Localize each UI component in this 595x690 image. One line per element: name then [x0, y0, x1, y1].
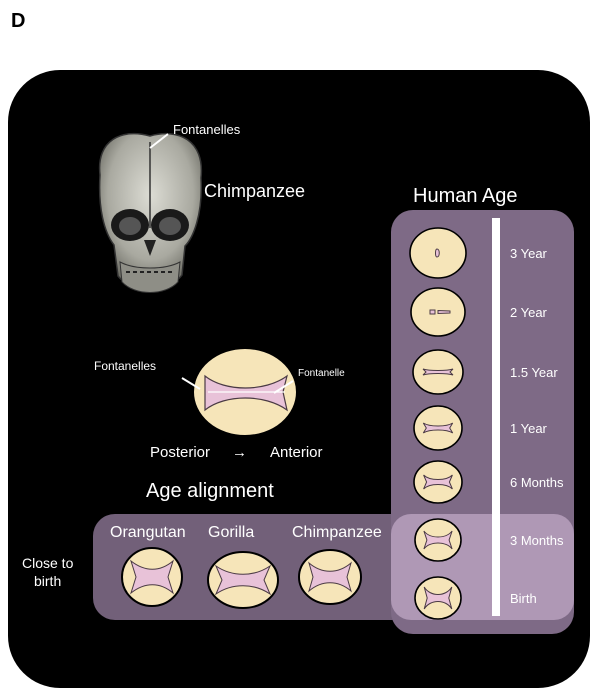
direction-arrow: → — [232, 444, 247, 461]
anterior-label: Anterior — [270, 444, 323, 461]
human-age-label-4: 6 Months — [510, 475, 564, 490]
chimp-fontanelles-label: Fontanelles — [173, 122, 241, 137]
close-to-birth-line1: Close to — [22, 555, 74, 571]
human-skull-stage-3 — [414, 406, 462, 450]
diagram-fontanelles-label: Fontanelles — [94, 359, 156, 373]
age-timeline-bar-overlap — [492, 514, 500, 616]
human-age-label-3: 1 Year — [510, 421, 548, 436]
species-label-orangutan: Orangutan — [110, 524, 186, 541]
diagram-skull — [193, 348, 297, 436]
orangutan-skull — [122, 548, 182, 606]
human-age-label-6: Birth — [510, 591, 537, 606]
human-skull-stage-1 — [411, 288, 465, 336]
human-age-label-5: 3 Months — [510, 533, 564, 548]
gorilla-skull — [208, 552, 278, 608]
human-skull-stage-5 — [415, 519, 461, 561]
human-skull-stage-2 — [413, 350, 463, 394]
chimpanzee-skull-small — [299, 550, 361, 604]
human-skull-stage-0 — [410, 228, 466, 278]
human-age-label-0: 3 Year — [510, 246, 548, 261]
human-skull-stage-4 — [414, 461, 462, 503]
close-to-birth-line2: birth — [34, 573, 61, 589]
chimp-species-label: Chimpanzee — [204, 181, 305, 201]
species-label-chimpanzee: Chimpanzee — [292, 524, 382, 541]
human-age-title: Human Age — [413, 185, 518, 207]
species-label-gorilla: Gorilla — [208, 524, 254, 541]
human-age-label-2: 1.5 Year — [510, 365, 558, 380]
age-alignment-title: Age alignment — [146, 480, 274, 502]
diagram-fontanelle-label: Fontanelle — [298, 368, 345, 379]
posterior-label: Posterior — [150, 444, 210, 461]
human-age-label-1: 2 Year — [510, 305, 548, 320]
human-skull-stage-6 — [415, 577, 461, 619]
